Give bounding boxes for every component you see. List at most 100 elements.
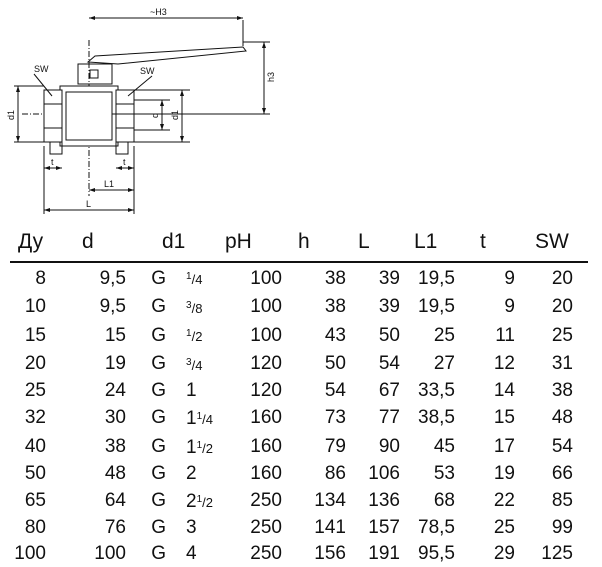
cell-thread-size: 4 — [186, 541, 224, 567]
dim-h3-label: ~H3 — [150, 7, 167, 17]
cell-thread-prefix: G — [151, 380, 166, 402]
cell-spacer — [166, 378, 186, 404]
cell-d: 15 — [104, 324, 126, 346]
cell-l: 106 — [368, 463, 400, 485]
thread-fraction: 1/2 — [197, 494, 213, 510]
cell-h: 141 — [314, 517, 346, 539]
fraction-slash: / — [191, 272, 196, 287]
thread-denominator: 8 — [195, 300, 203, 316]
ball-valve-drawing: ~H3 h3 SW SW d1 d d1 t t L1 L — [6, 7, 276, 214]
cell-thread-prefix: G — [151, 267, 166, 289]
cell-ph: 100 — [250, 296, 282, 318]
cell-t: 29 — [493, 542, 515, 564]
cell-spacer — [166, 404, 186, 433]
thread-numerator: 3 — [186, 356, 192, 368]
cell-h: 50 — [324, 353, 346, 375]
cell-t: 9 — [504, 296, 515, 318]
thread-whole: 1 — [186, 436, 197, 458]
cell-l1: 38,5 — [418, 407, 455, 429]
dim-d1-left-label: d1 — [6, 110, 16, 120]
dim-sw-left-label: SW — [34, 64, 49, 74]
thread-fraction: 1/2 — [196, 439, 213, 456]
cell-l1: 25 — [433, 324, 455, 346]
header-l1: L1 — [414, 230, 438, 253]
cell-t: 12 — [493, 353, 515, 375]
cell-thread-size: 3 — [186, 515, 224, 541]
cell-sw: 66 — [551, 463, 573, 485]
cell-ph: 160 — [250, 463, 282, 485]
cell-t: 11 — [495, 324, 515, 346]
thread-whole: 3 — [186, 517, 197, 539]
cell-h: 73 — [324, 407, 346, 429]
cell-thread-size: 3/4 — [186, 350, 224, 379]
fraction-slash: / — [191, 357, 196, 373]
cell-d: 76 — [104, 517, 126, 539]
thread-whole: 2 — [186, 490, 197, 512]
cell-thread-size: 21/2 — [186, 487, 224, 516]
thread-denominator: 2 — [205, 440, 213, 456]
thread-numerator: 1 — [196, 410, 203, 422]
cell-h: 38 — [324, 296, 346, 318]
thread-fraction: 3/8 — [186, 300, 203, 316]
cell-l1: 78,5 — [418, 517, 455, 539]
thread-denominator: 4 — [205, 411, 213, 427]
cell-spacer — [166, 461, 186, 487]
fraction-slash: / — [202, 440, 206, 456]
cell-d: 24 — [104, 380, 126, 402]
cell-h: 43 — [324, 324, 346, 346]
cell-d: 64 — [104, 490, 126, 512]
cell-thread-prefix: G — [151, 463, 166, 485]
cell-du: 100 — [14, 542, 46, 564]
dim-sw-right-label: SW — [140, 66, 155, 76]
header-ph: pH — [225, 230, 252, 253]
thread-numerator: 1 — [186, 328, 192, 340]
thread-numerator: 1 — [196, 439, 203, 451]
cell-ph: 160 — [250, 436, 282, 458]
cell-thread-size: 11/2 — [186, 433, 224, 462]
thread-whole: 4 — [186, 542, 197, 564]
cell-du: 15 — [24, 324, 46, 346]
cell-ph: 160 — [250, 407, 282, 429]
cell-l1: 45 — [433, 436, 455, 458]
thread-whole: 2 — [186, 463, 197, 485]
cell-thread-size: 11/4 — [186, 404, 224, 433]
thread-denominator: 4 — [195, 357, 203, 373]
cell-thread-size: 1 — [186, 378, 224, 404]
cell-thread-prefix: G — [151, 353, 166, 375]
fraction-slash: / — [191, 329, 196, 345]
thread-denominator: 2 — [195, 329, 203, 345]
cell-t: 22 — [493, 490, 515, 512]
thread-numerator: 1 — [186, 271, 192, 282]
cell-h: 156 — [314, 542, 346, 564]
cell-ph: 250 — [250, 490, 282, 512]
cell-thread-prefix: G — [151, 490, 166, 512]
fraction-slash: / — [202, 494, 206, 510]
cell-du: 40 — [24, 436, 46, 458]
dim-l1-label: L1 — [104, 179, 114, 189]
cell-thread-size: 2 — [186, 461, 224, 487]
cell-ph: 100 — [250, 324, 282, 346]
cell-t: 19 — [493, 463, 515, 485]
cell-thread-size: 1/4 — [186, 264, 224, 293]
cell-thread-size: 3/8 — [186, 293, 224, 322]
cell-l1: 33,5 — [418, 380, 455, 402]
cell-h: 86 — [324, 463, 346, 485]
cell-sw: 20 — [551, 296, 573, 318]
cell-du: 65 — [24, 490, 46, 512]
cell-sw: 99 — [551, 517, 573, 539]
cell-ph: 250 — [250, 542, 282, 564]
cell-l: 50 — [378, 324, 400, 346]
cell-thread-prefix: G — [151, 542, 166, 564]
thread-fraction: 1/4 — [186, 271, 202, 287]
cell-l1: 19,5 — [418, 267, 455, 289]
cell-sw: 25 — [551, 324, 573, 346]
cell-du: 25 — [24, 380, 46, 402]
cell-d: 48 — [104, 463, 126, 485]
